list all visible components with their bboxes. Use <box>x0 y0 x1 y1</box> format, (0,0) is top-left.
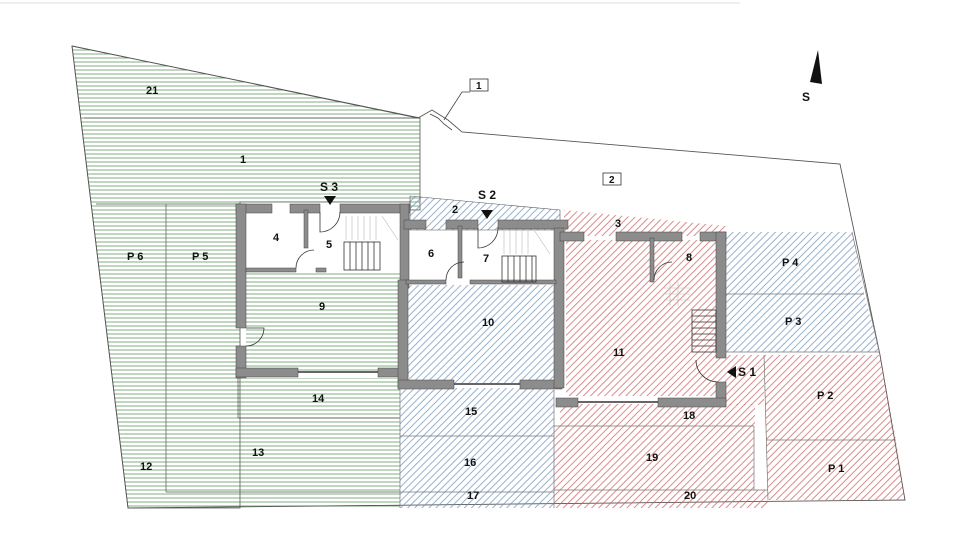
feature-1-pointer <box>429 91 470 131</box>
s2-marker-icon <box>481 210 493 219</box>
label-r5: 5 <box>326 239 332 251</box>
label-r7: 7 <box>483 253 489 265</box>
s1-marker-icon <box>727 366 736 378</box>
zone-9-fill <box>246 272 400 372</box>
zone-20-fill <box>554 490 768 508</box>
boxed-label-2: 2 <box>602 172 622 186</box>
green-zone-group <box>71 45 421 509</box>
label-r6: 6 <box>428 248 434 260</box>
label-r8: 8 <box>686 252 692 264</box>
stairs <box>343 241 717 353</box>
label-r18: 18 <box>683 410 695 422</box>
label-r14: 14 <box>312 393 325 405</box>
label-r11: 11 <box>613 347 625 359</box>
label-p4: P 4 <box>782 257 799 269</box>
label-r15: 15 <box>465 406 477 418</box>
label-p6: P 6 <box>127 251 143 263</box>
compass: S <box>802 50 822 104</box>
zone-p3 <box>724 294 880 352</box>
boxed-label-1: 1 <box>469 78 489 92</box>
zone-p4 <box>724 232 864 294</box>
zone-13 <box>240 418 400 508</box>
zone-16-fill <box>400 436 554 492</box>
label-r20: 20 <box>684 490 696 502</box>
stair-markers <box>324 196 736 378</box>
label-r17: 17 <box>467 490 479 502</box>
zone-14-fill <box>238 378 400 418</box>
label-p3: P 3 <box>785 316 801 328</box>
label-z3: 3 <box>615 218 621 230</box>
blue-zone-group <box>400 195 880 508</box>
zone-p1 <box>766 440 905 500</box>
zone-18-fill <box>560 404 755 426</box>
zone-3 <box>564 210 726 236</box>
compass-label: S <box>802 90 810 104</box>
label-r13: 13 <box>252 447 264 459</box>
zone-labels: 21 1 2 3 P 6 P 5 4 5 6 7 8 P 4 9 10 P 3 … <box>127 85 844 502</box>
door-swings <box>245 211 719 383</box>
zone-separators <box>399 231 896 508</box>
zone-15-fill <box>400 388 554 436</box>
zone-10-fill <box>406 285 556 383</box>
svg-text:1: 1 <box>476 81 482 92</box>
windows <box>298 371 658 403</box>
zone-p2 <box>764 355 896 440</box>
label-p2: P 2 <box>817 390 833 402</box>
label-r9: 9 <box>319 301 325 313</box>
label-r4: 4 <box>273 232 280 244</box>
label-r10: 10 <box>482 317 494 329</box>
red-zone-group <box>554 210 905 508</box>
stair-labels: S 3 S 2 S 1 <box>320 180 756 379</box>
label-s3: S 3 <box>320 180 338 194</box>
svg-text:2: 2 <box>609 175 615 186</box>
label-p1: P 1 <box>828 463 844 475</box>
label-z1: 1 <box>240 154 246 166</box>
label-r16: 16 <box>464 457 476 469</box>
label-z2: 2 <box>452 204 458 216</box>
stairs-faint <box>345 215 690 306</box>
green-dividers <box>84 117 420 493</box>
zone-17-fill <box>400 492 554 508</box>
label-r19: 19 <box>646 452 658 464</box>
label-r12: 12 <box>140 461 152 473</box>
label-s2: S 2 <box>478 188 496 202</box>
label-z21: 21 <box>146 85 158 97</box>
label-p5: P 5 <box>192 251 208 263</box>
s3-marker-icon <box>324 196 336 205</box>
compass-arrow-icon <box>810 50 822 84</box>
label-s1: S 1 <box>738 365 756 379</box>
zone-19-fill <box>554 426 754 490</box>
zone-11-fill <box>566 240 718 396</box>
